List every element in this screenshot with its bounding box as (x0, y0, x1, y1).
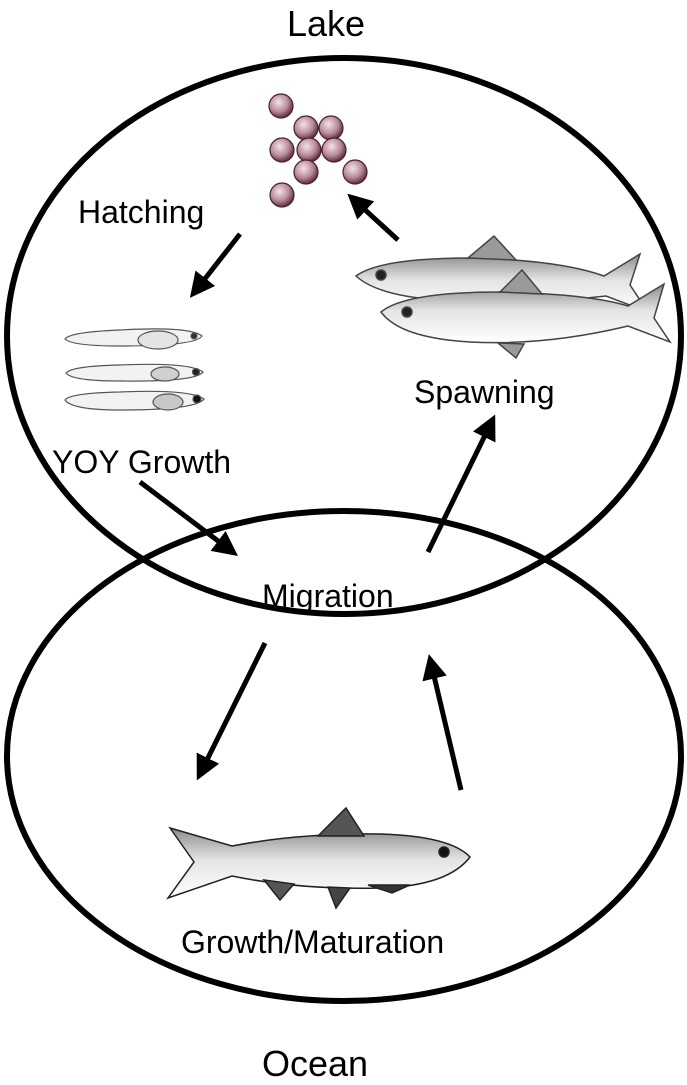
migration-to-ocean-arrow (199, 643, 265, 776)
spawning-fish-illustration (356, 236, 670, 358)
larvae-illustration (65, 329, 204, 410)
spawning-label: Spawning (414, 376, 555, 408)
yoy-growth-label: YOY Growth (52, 446, 231, 478)
adult-fish-illustration (168, 808, 470, 908)
hatching-label: Hatching (78, 196, 204, 228)
ocean-to-migration-arrow (430, 659, 461, 790)
migration-label: Migration (262, 580, 394, 612)
eggs-illustration (269, 94, 367, 207)
hatching-to-larvae-arrow (193, 234, 240, 294)
ocean-label: Ocean (262, 1046, 368, 1082)
lake-label: Lake (287, 6, 365, 42)
growth-maturation-label: Growth/Maturation (181, 926, 444, 958)
spawning-to-eggs-arrow (351, 197, 398, 240)
